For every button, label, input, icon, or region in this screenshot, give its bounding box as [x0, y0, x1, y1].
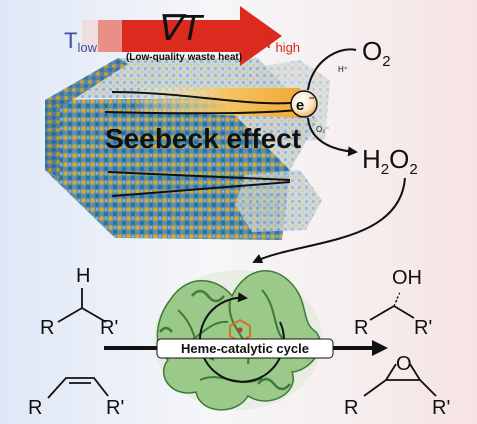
charge-line-mid — [104, 109, 299, 115]
svg-text:R': R' — [432, 397, 450, 419]
svg-text:−: − — [309, 93, 314, 103]
charge-line-low — [107, 171, 291, 181]
product-alcohol: OH R R' — [354, 267, 432, 339]
h2o2-label: H2O2 — [362, 144, 418, 178]
h2o2-to-enzyme-arrow — [252, 177, 406, 264]
svg-text:H: H — [76, 265, 90, 287]
charge-line-top — [111, 91, 303, 105]
svg-text:R': R' — [106, 397, 124, 419]
substrate-alkene: R R' — [28, 377, 124, 419]
superoxide-label: O₂⁻ — [316, 125, 330, 134]
svg-text:R: R — [40, 317, 54, 339]
svg-text:OH: OH — [392, 267, 422, 289]
electron: e − — [290, 90, 318, 118]
svg-text:R: R — [354, 317, 368, 339]
svg-text:O: O — [396, 353, 412, 375]
svg-text:R: R — [28, 397, 42, 419]
gradient-arrow — [82, 6, 282, 66]
cycle-label: Heme-catalytic cycle — [181, 341, 309, 356]
substrate-alkane: H R R' — [40, 265, 118, 339]
nabla-t-symbol: ∇T — [156, 7, 205, 48]
svg-text:R': R' — [414, 317, 432, 339]
proton-label: H⁺ — [338, 65, 348, 74]
t-low-label: Tlow — [64, 28, 98, 55]
reaction-arrow-head — [372, 340, 388, 356]
svg-text:e: e — [296, 97, 304, 114]
cycle-label-box — [156, 338, 334, 359]
svg-text:R': R' — [100, 317, 118, 339]
t-high-label: Thigh — [262, 28, 300, 55]
product-epoxide: O R R' — [344, 353, 450, 419]
o2-label: O2 — [362, 36, 391, 70]
svg-text:R: R — [344, 397, 358, 419]
seebeck-label: Seebeck effect — [105, 123, 301, 154]
h2o2-arrow — [307, 117, 358, 157]
waste-heat-caption: (Low-quality waste heat) — [126, 52, 242, 63]
o2-curve — [307, 48, 357, 91]
charge-line-low2 — [111, 181, 291, 197]
